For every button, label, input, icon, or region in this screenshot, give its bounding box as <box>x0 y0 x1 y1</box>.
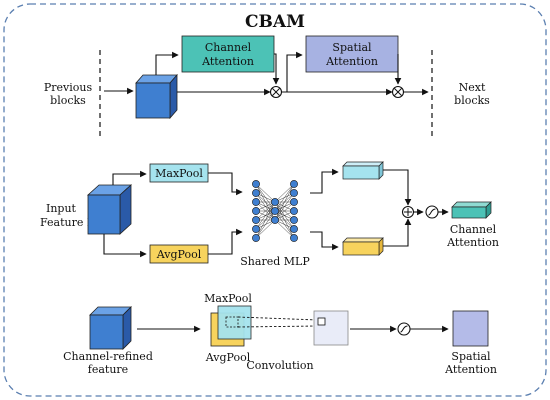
mlp-node <box>252 234 260 242</box>
mlp-connection <box>255 183 276 203</box>
spatial-attention-output-label-line2: Attention <box>444 363 497 376</box>
mlp-node <box>252 216 260 224</box>
mlp-connection <box>255 201 276 230</box>
svg-text:MaxPool: MaxPool <box>155 167 203 180</box>
next-blocks-label-line2: blocks <box>454 94 490 107</box>
previous-blocks-label: Previous <box>44 81 93 94</box>
svg-text:Channel: Channel <box>205 41 252 54</box>
mlp-node <box>290 234 298 242</box>
mlp-node <box>252 189 260 197</box>
mlp-connection <box>255 201 276 239</box>
mlp-node <box>252 225 260 233</box>
input-feature-label: Input <box>46 202 77 215</box>
channel-attention-box: Channel Attention <box>181 35 275 73</box>
maxpool-box: MaxPool <box>149 163 209 183</box>
middle-section: Input Feature F MaxPool AvgPool Shared M… <box>40 161 499 268</box>
avgpool-output-vector <box>342 237 384 256</box>
next-blocks-label: Next <box>459 81 486 94</box>
mlp-node <box>290 207 298 215</box>
mlp-node <box>290 198 298 206</box>
mlp-node <box>290 216 298 224</box>
svg-text:AvgPool: AvgPool <box>156 248 202 261</box>
mlp-connection <box>274 183 295 203</box>
spatial-attention-box: Spatial Attention <box>305 35 399 73</box>
multiply-icon <box>269 85 283 99</box>
channel-attention-output-label-line2: Attention <box>446 236 499 249</box>
feature-cube <box>135 73 178 120</box>
mlp-connection <box>274 201 295 221</box>
input-feature-cube <box>86 184 133 235</box>
spatial-attention-output-label: Spatial <box>451 350 491 363</box>
shared-mlp-network <box>252 180 298 242</box>
shared-mlp-label: Shared MLP <box>240 255 310 268</box>
channel-refined-cube <box>89 306 132 350</box>
mlp-connection <box>255 210 276 239</box>
mlp-node <box>271 198 279 206</box>
pooled-maps <box>210 305 252 347</box>
mlp-node <box>271 216 279 224</box>
diagram-title: CBAM <box>245 12 305 32</box>
spatial-maxpool-label: MaxPool <box>204 292 252 305</box>
mlp-connection <box>255 219 276 239</box>
mlp-connection <box>274 219 295 239</box>
plus-icon <box>401 205 415 219</box>
mlp-node <box>252 207 260 215</box>
spatial-avgpool-label: AvgPool <box>205 351 251 364</box>
channel-attention-output-vector <box>451 201 492 219</box>
channel-attention-output-label: Channel <box>450 223 497 236</box>
mlp-node <box>271 207 279 215</box>
convolution-label: Convolution <box>246 359 313 372</box>
svg-text:Attention: Attention <box>201 55 254 68</box>
mlp-node <box>252 180 260 188</box>
previous-blocks-label-line2: blocks <box>50 94 86 107</box>
sigmoid-icon <box>397 322 411 336</box>
channel-refined-label-line2: feature <box>88 363 128 376</box>
convolution-output-map <box>313 310 349 346</box>
mlp-node <box>290 189 298 197</box>
mlp-connection <box>274 192 295 221</box>
svg-text:Attention: Attention <box>325 55 378 68</box>
outer-frame <box>3 3 547 397</box>
mlp-connection <box>274 183 295 212</box>
mlp-node <box>252 198 260 206</box>
bottom-section: Channel-refined feature MaxPool AvgPool … <box>63 292 497 376</box>
mlp-node <box>290 180 298 188</box>
channel-refined-label: Channel-refined <box>63 350 153 363</box>
maxpool-output-vector <box>342 161 384 180</box>
sigmoid-icon <box>425 205 439 219</box>
mlp-node <box>290 225 298 233</box>
input-feature-label-line2: Feature F <box>40 216 95 229</box>
multiply-icon <box>391 85 405 99</box>
svg-text:Spatial: Spatial <box>332 41 372 54</box>
avgpool-box: AvgPool <box>149 244 209 264</box>
mlp-connection <box>274 183 295 221</box>
spatial-attention-output-map <box>452 310 489 347</box>
mlp-connection <box>255 201 276 221</box>
top-section: Previous blocks Next blocks Channel Atte… <box>44 35 490 140</box>
